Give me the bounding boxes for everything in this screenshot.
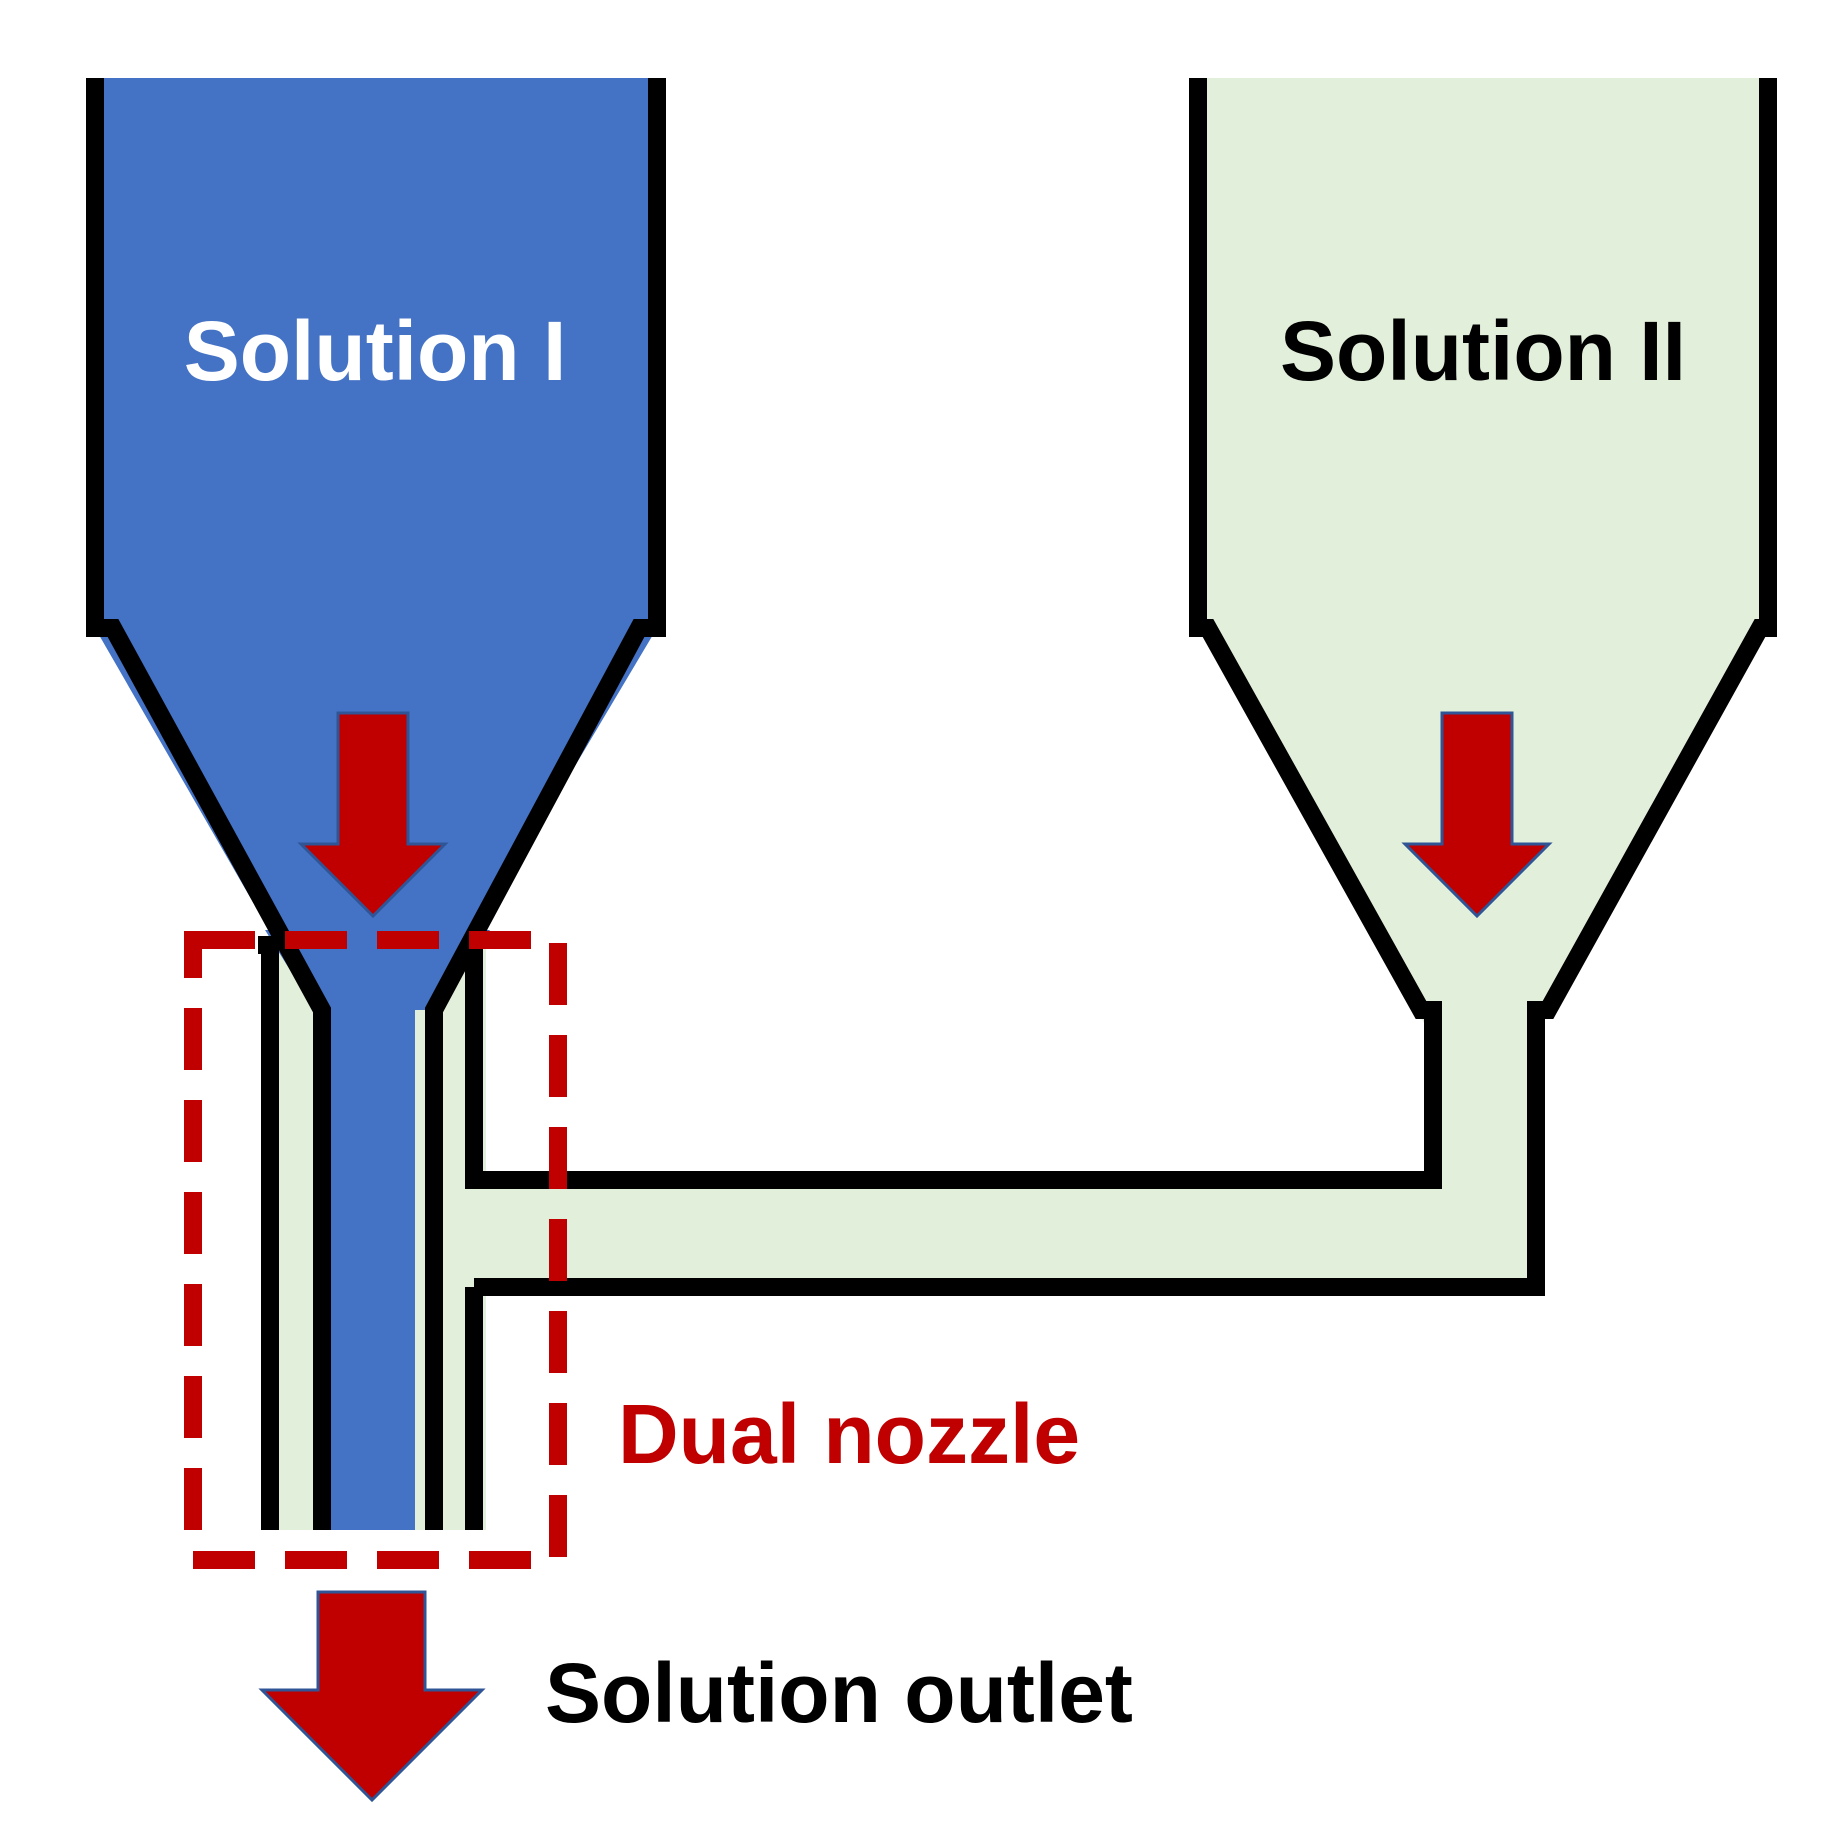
solution-2-label: Solution II [1280, 304, 1686, 398]
solution-2-arrow [1401, 711, 1553, 919]
dual-nozzle-label: Dual nozzle [618, 1387, 1080, 1481]
solution-1-arrow [297, 711, 449, 919]
solution-outlet-arrow [258, 1590, 486, 1803]
solution-1-label: Solution I [184, 304, 567, 398]
solution-outlet-label: Solution outlet [545, 1646, 1133, 1740]
dual-nozzle-box [184, 931, 567, 1569]
channel-walls [86, 78, 1777, 1530]
